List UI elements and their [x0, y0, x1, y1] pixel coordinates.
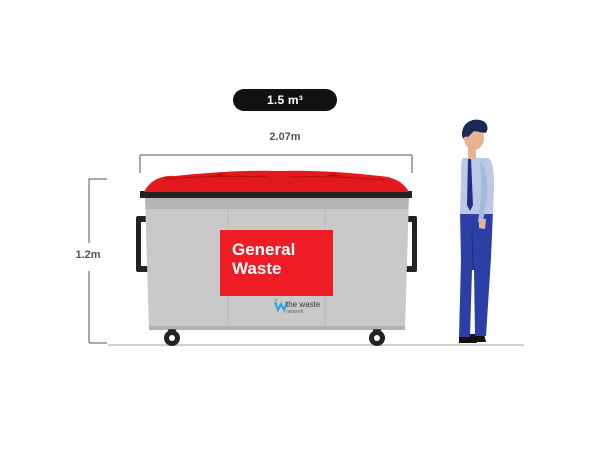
brand-logo: the waste network	[272, 300, 342, 320]
sign-line-2: Waste	[232, 259, 282, 278]
brand-sub: network	[286, 309, 304, 315]
person-figure	[459, 119, 494, 343]
general-waste-sign: General Waste	[220, 230, 333, 296]
capacity-badge: 1.5 m³	[233, 89, 337, 111]
capacity-label: 1.5 m³	[267, 93, 303, 107]
width-label: 2.07m	[269, 131, 301, 143]
brand-name: the waste	[286, 300, 321, 309]
width-dimension-bracket	[139, 154, 413, 173]
brand-logo-icon	[274, 298, 288, 313]
bin-wheel-right	[369, 329, 385, 346]
bin-wheel-left	[164, 329, 180, 346]
height-dimension-bracket	[88, 178, 107, 344]
sign-line-1: General	[232, 240, 296, 259]
bin-lid	[140, 170, 412, 198]
height-label: 1.2m	[75, 249, 101, 261]
